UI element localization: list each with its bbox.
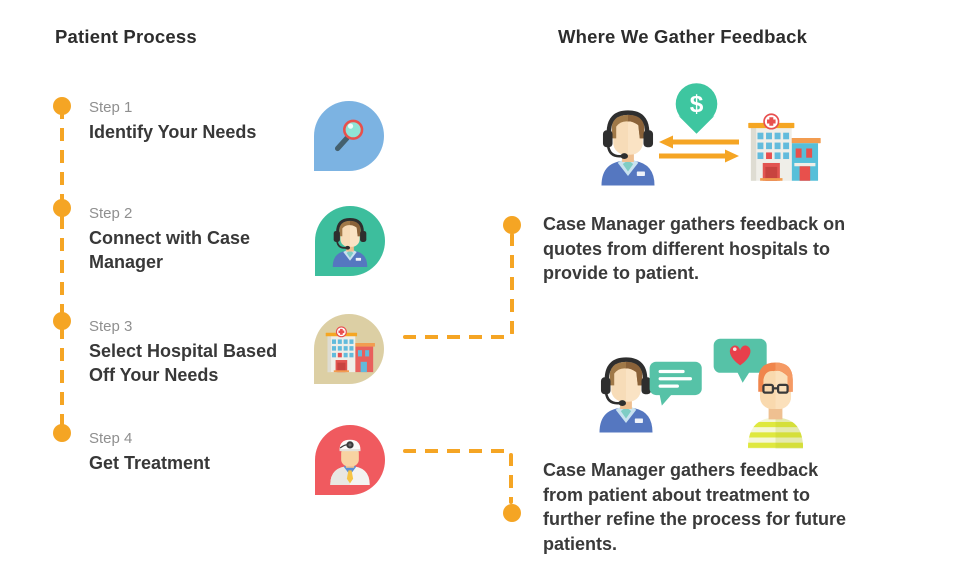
step-3-title-line-1: Select Hospital Based [89,341,278,361]
feedback-2-line-2: from patient about treatment to [543,484,811,505]
connector-step4-horizontal [403,449,512,453]
case-manager-icon [599,357,653,433]
step-3-icon-pin [314,314,384,384]
feedback-2-line-1: Case Manager gathers feedback [543,460,819,480]
connector-step3-vertical [510,233,514,335]
step-3-title-line-2: Off Your Needs [89,365,219,385]
feedback-1-line-3: provide to patient. [543,263,700,283]
connector-dot-feedback-2 [503,504,521,522]
step-2: Step 2 Connect with Case Manager [89,202,250,274]
case-manager-icon [601,110,655,186]
left-column-title: Patient Process [55,26,197,47]
case-manager-icon [332,217,368,267]
step-4: Step 4 Get Treatment [89,427,210,475]
right-column-title: Where We Gather Feedback [558,26,808,47]
dollar-sign-glyph: $ [690,91,704,118]
step-2-title-line-1: Connect with Case [89,228,251,248]
chat-bubble-heart-icon [713,338,767,383]
magnifier-icon [334,119,364,152]
step-2-title: Connect with Case Manager [89,226,250,274]
patient-icon [747,362,804,449]
step-2-title-line-2: Manager [89,252,164,272]
step-1: Step 1 Identify Your Needs [89,96,256,144]
connector-dot-feedback-1 [503,216,521,234]
timeline-dot-step-4 [53,424,71,442]
step-4-label: Step 4 [89,430,133,447]
step-1-title: Identify Your Needs [89,122,257,142]
dollar-pin-icon: $ [675,83,718,134]
step-1-label: Step 1 [89,99,133,116]
step-2-label: Step 2 [89,205,133,222]
feedback-2-line-3: further refine the process for future [543,509,847,529]
connector-step4-vertical [509,453,513,504]
doctor-icon [330,439,370,485]
feedback-1-line-2: quotes from different hospitals to [543,238,831,259]
step-4-icon-pin [315,425,385,495]
feedback-2-line-4: patients. [543,533,618,554]
step-3: Step 3 Select Hospital Based Off Your Ne… [89,315,277,387]
chat-bubble-lines-icon [649,361,702,406]
connector-step3-horizontal [403,335,512,339]
step-4-title: Get Treatment [89,453,211,473]
step-2-icon-pin [315,206,385,276]
step-1-icon-pin [314,101,384,171]
timeline-dashed-line [60,106,64,433]
feedback-1-line-1: Case Manager gathers feedback on [543,214,846,234]
step-3-title: Select Hospital Based Off Your Needs [89,339,277,387]
feedback-note-2: Case Manager gathers feedback from patie… [543,458,903,556]
feedback-note-1: Case Manager gathers feedback on quotes … [543,212,893,286]
hospital-icon [325,325,375,372]
timeline-dot-step-1 [53,97,71,115]
exchange-arrows-icon [659,135,739,163]
timeline-dot-step-3 [53,312,71,330]
timeline-dot-step-2 [53,199,71,217]
step-3-label: Step 3 [89,318,133,335]
hospital-icon [748,113,821,181]
